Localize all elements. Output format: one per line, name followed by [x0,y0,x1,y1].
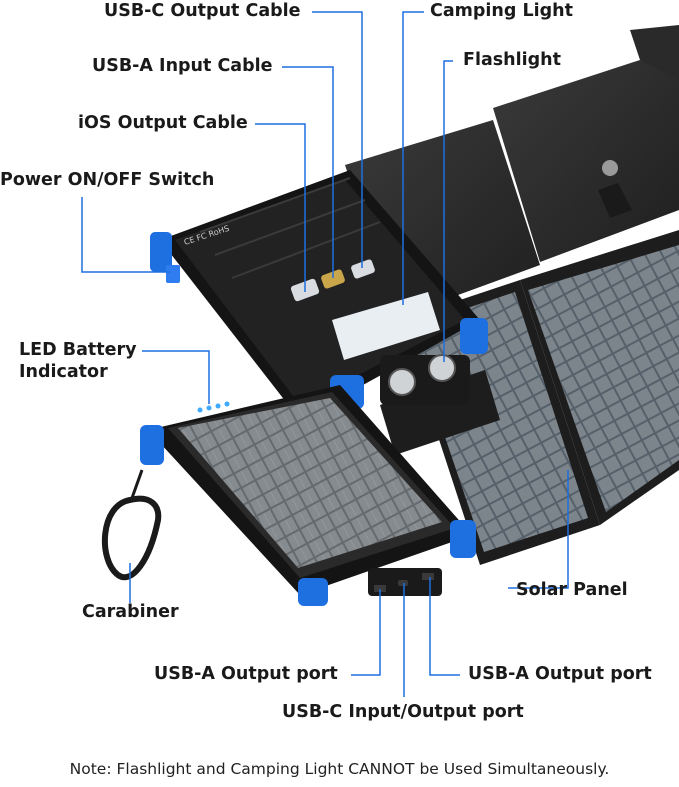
leader-usb-c-output-cable [312,11,363,268]
led-indicator-2 [206,405,212,411]
leader-flashlight [443,60,453,362]
panel-snap-button [602,160,618,176]
power-switch [166,265,180,283]
leader-lines [81,11,569,697]
ios-cable-plug [321,269,345,289]
leader-usb-a-output-right [429,577,460,676]
usage-note: Note: Flashlight and Camping Light CANNO… [69,760,610,778]
flashlight-led-2 [428,354,456,382]
power-bank-front [140,385,476,606]
bumper-front-right [450,520,476,558]
label-solar-panel: Solar Panel [516,580,628,600]
bumper-front-bottom [298,578,328,606]
leader-usb-a-input-cable [282,66,334,278]
usb-c-port [398,580,408,586]
leader-ios-output-cable [255,123,306,292]
label-flashlight: Flashlight [463,50,561,70]
label-led-battery-indicator-line2: Indicator [19,362,108,382]
bumper-top-left [150,232,172,272]
leader-usb-a-output-left [351,589,381,676]
led-indicator-1 [197,407,203,413]
usb-a-port-right [422,573,434,580]
label-usb-a-input-cable: USB-A Input Cable [92,56,273,76]
usb-a-port-left [374,585,386,592]
led-indicator-3 [215,403,221,409]
camping-light-panel [332,292,440,360]
leader-led-battery-indicator [142,350,210,404]
label-usb-a-output-port-left: USB-A Output port [154,664,338,684]
flashlight-led-1 [388,368,416,396]
usb-c-cable-plug [351,259,375,279]
label-ios-output-cable: iOS Output Cable [78,113,248,133]
label-usb-c-output-cable: USB-C Output Cable [104,1,301,21]
bumper-top-right [460,318,488,354]
label-power-switch: Power ON/OFF Switch [0,170,215,190]
label-carabiner: Carabiner [82,602,179,622]
label-usb-a-output-port-right: USB-A Output port [468,664,652,684]
label-camping-light: Camping Light [430,1,573,21]
led-indicator-4 [224,401,230,407]
leader-power-switch [81,197,170,273]
label-led-battery-indicator-line1: LED Battery [19,340,137,360]
leader-camping-light [402,11,424,305]
label-usb-c-input-output-port: USB-C Input/Output port [282,702,524,722]
carabiner [101,469,162,580]
leader-solar-panel [508,470,569,589]
bumper-front-left [140,425,164,465]
